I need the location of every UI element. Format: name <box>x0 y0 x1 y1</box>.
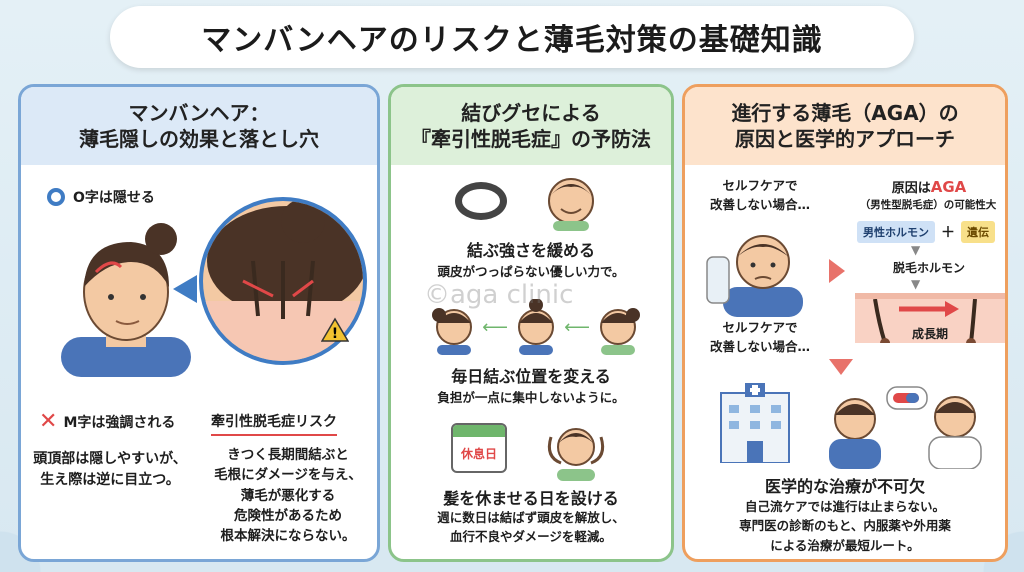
risk-line-5: 根本解決にならない。 <box>220 528 356 544</box>
panel3-heading: 進行する薄毛（AGA）の 原因と医学的アプローチ <box>685 87 1005 165</box>
svg-text:!: ! <box>332 326 338 342</box>
tip3-body-line2: 血行不良やダメージを軽減。 <box>450 528 612 544</box>
calendar-label: 休息日 <box>460 447 497 461</box>
treatment-line1: 自己流ケアでは進行は止まらない。 <box>744 499 945 514</box>
risk-line-2: 毛根にダメージを与え、 <box>214 467 362 484</box>
risk-line-1: きつく長期間結ぶと <box>227 447 349 463</box>
warning-icon: ! <box>320 317 350 347</box>
down-arrow-icon: ▼ <box>911 277 921 291</box>
doctor-consultation-icon <box>805 379 995 473</box>
down-red-arrow-icon <box>829 359 853 375</box>
ng-row: ✕ M字は強調される <box>39 409 175 434</box>
plus-sign: ＋ <box>941 225 955 241</box>
selfcare2-line2: 改善しない場合… <box>709 338 810 354</box>
panel1-caption: 頭頂部は隠しやすいが、 生え際は逆に目立つ。 <box>21 449 199 491</box>
treatment-description: 自己流ケアでは進行は止まらない。 専門医の診断のもと、内服薬や外用薬 による治療… <box>685 497 1005 555</box>
relaxed-person-icon <box>541 417 611 485</box>
panel1-heading: マンバンヘア： 薄毛隠しの効果と落とし穴 <box>21 87 377 165</box>
head-icon <box>432 308 472 355</box>
right-arrow-icon <box>829 259 845 283</box>
tip3-body-line1: 週に数日は結ばず頭皮を解放し、 <box>437 510 625 525</box>
dht-label: 脱毛ホルモン <box>892 261 965 275</box>
head-icon <box>600 308 640 355</box>
panel-manbun-risk: マンバンヘア： 薄毛隠しの効果と落とし穴 O字は隠せる <box>18 84 380 562</box>
growth-label: 成長期 <box>911 327 948 341</box>
hair-tie-icon <box>455 182 507 220</box>
tip2-title: 毎日結ぶ位置を変える <box>451 367 611 386</box>
smiling-face-icon <box>541 171 601 235</box>
selfcare-line2: 改善しない場合… <box>709 196 810 212</box>
risk-title: 牽引性脱毛症リスク <box>211 411 337 436</box>
ok-label: O字は隠せる <box>73 190 155 206</box>
cause-prefix: 原因は <box>891 181 931 196</box>
worried-man-icon <box>703 217 813 321</box>
title-banner: マンバンヘアのリスクと薄毛対策の基礎知識 <box>110 6 914 68</box>
head-icon <box>518 299 554 355</box>
risk-line-3: 薄毛が悪化する <box>240 487 336 504</box>
risk-line-4: 危険性があるため <box>234 507 342 524</box>
panel3-heading-line2: 原因と医学的アプローチ <box>735 127 955 151</box>
hair-follicle-illustration <box>855 293 1005 343</box>
panel-aga: 進行する薄毛（AGA）の 原因と医学的アプローチ セルフケアで 改善しない場合…… <box>682 84 1008 562</box>
selfcare2-line1: セルフケアで <box>722 320 798 335</box>
tip3-body: 週に数日は結ばず頭皮を解放し、 血行不良やダメージを軽減。 <box>391 509 671 547</box>
hospital-icon <box>715 383 795 467</box>
panel3-heading-line1: 進行する薄毛（AGA）の <box>731 100 959 125</box>
circle-icon <box>47 188 65 206</box>
treatment-line3: による治療が最短ルート。 <box>770 537 920 553</box>
cause-aga: AGA <box>930 178 967 196</box>
ok-row: O字は隠せる <box>47 187 155 207</box>
selfcare-line1: セルフケアで <box>722 178 798 193</box>
panel-prevention: 結びグセによる 『牽引性脱毛症』の予防法 結ぶ強さを緩める 頭皮がつっぱらない優… <box>388 84 674 562</box>
selfcare-note-2: セルフケアで 改善しない場合… <box>695 319 825 357</box>
selfcare-note: セルフケアで 改善しない場合… <box>695 177 825 215</box>
left-arrow-icon: ⟵ <box>482 316 508 338</box>
page-title: マンバンヘアのリスクと薄毛対策の基礎知識 <box>201 23 823 58</box>
treatment-line2: 専門医の診断のもと、内服薬や外用薬 <box>739 518 951 534</box>
genetic-tag: 遺伝 <box>961 221 995 243</box>
tip1-title: 結ぶ強さを緩める <box>466 241 595 260</box>
cause-subtitle: （男性型脱毛症）の可能性大 <box>859 199 997 211</box>
man-bun-illustration <box>51 217 201 377</box>
treatment-title: 医学的な治療が不可欠 <box>764 477 925 496</box>
hormone-tag: 男性ホルモン <box>857 221 935 243</box>
cross-icon: ✕ <box>39 409 58 434</box>
panel1-heading-line2: 薄毛隠しの効果と落とし穴 <box>79 127 319 151</box>
tip1-body: 頭皮がつっぱらない優しい力で。 <box>437 264 625 279</box>
calendar-icon: 休息日 <box>451 423 507 473</box>
ng-label: M字は強調される <box>63 414 176 431</box>
risk-description: きつく長期間結ぶと 毛根にダメージを与え、 薄毛が悪化する 危険性があるため 根… <box>203 445 373 546</box>
panel1-caption-line2: 生え際は逆に目立つ。 <box>40 472 180 488</box>
panel2-heading-line1: 結びグセによる <box>461 100 601 125</box>
down-arrow-icon: ▼ <box>911 243 921 257</box>
cause-factors: 男性ホルモン ＋ 遺伝 <box>857 221 995 243</box>
zoom-pointer-icon <box>173 275 197 303</box>
tip3-title: 髪を休ませる日を設ける <box>443 489 619 508</box>
position-change-illustration: ⟵ ⟵ <box>431 297 641 357</box>
cause-title: 原因はAGA <box>851 177 1005 196</box>
panel2-heading: 結びグセによる 『牽引性脱毛症』の予防法 <box>391 87 671 165</box>
watermark: ©aga clinic <box>424 280 574 310</box>
tip2-body: 負担が一点に集中しないように。 <box>437 390 625 405</box>
left-arrow-icon: ⟵ <box>564 316 590 338</box>
panel2-heading-line2: 『牽引性脱毛症』の予防法 <box>411 127 651 151</box>
panel1-caption-line1: 頭頂部は隠しやすいが、 <box>33 451 187 467</box>
panel1-heading-line1: マンバンヘア： <box>128 100 270 125</box>
